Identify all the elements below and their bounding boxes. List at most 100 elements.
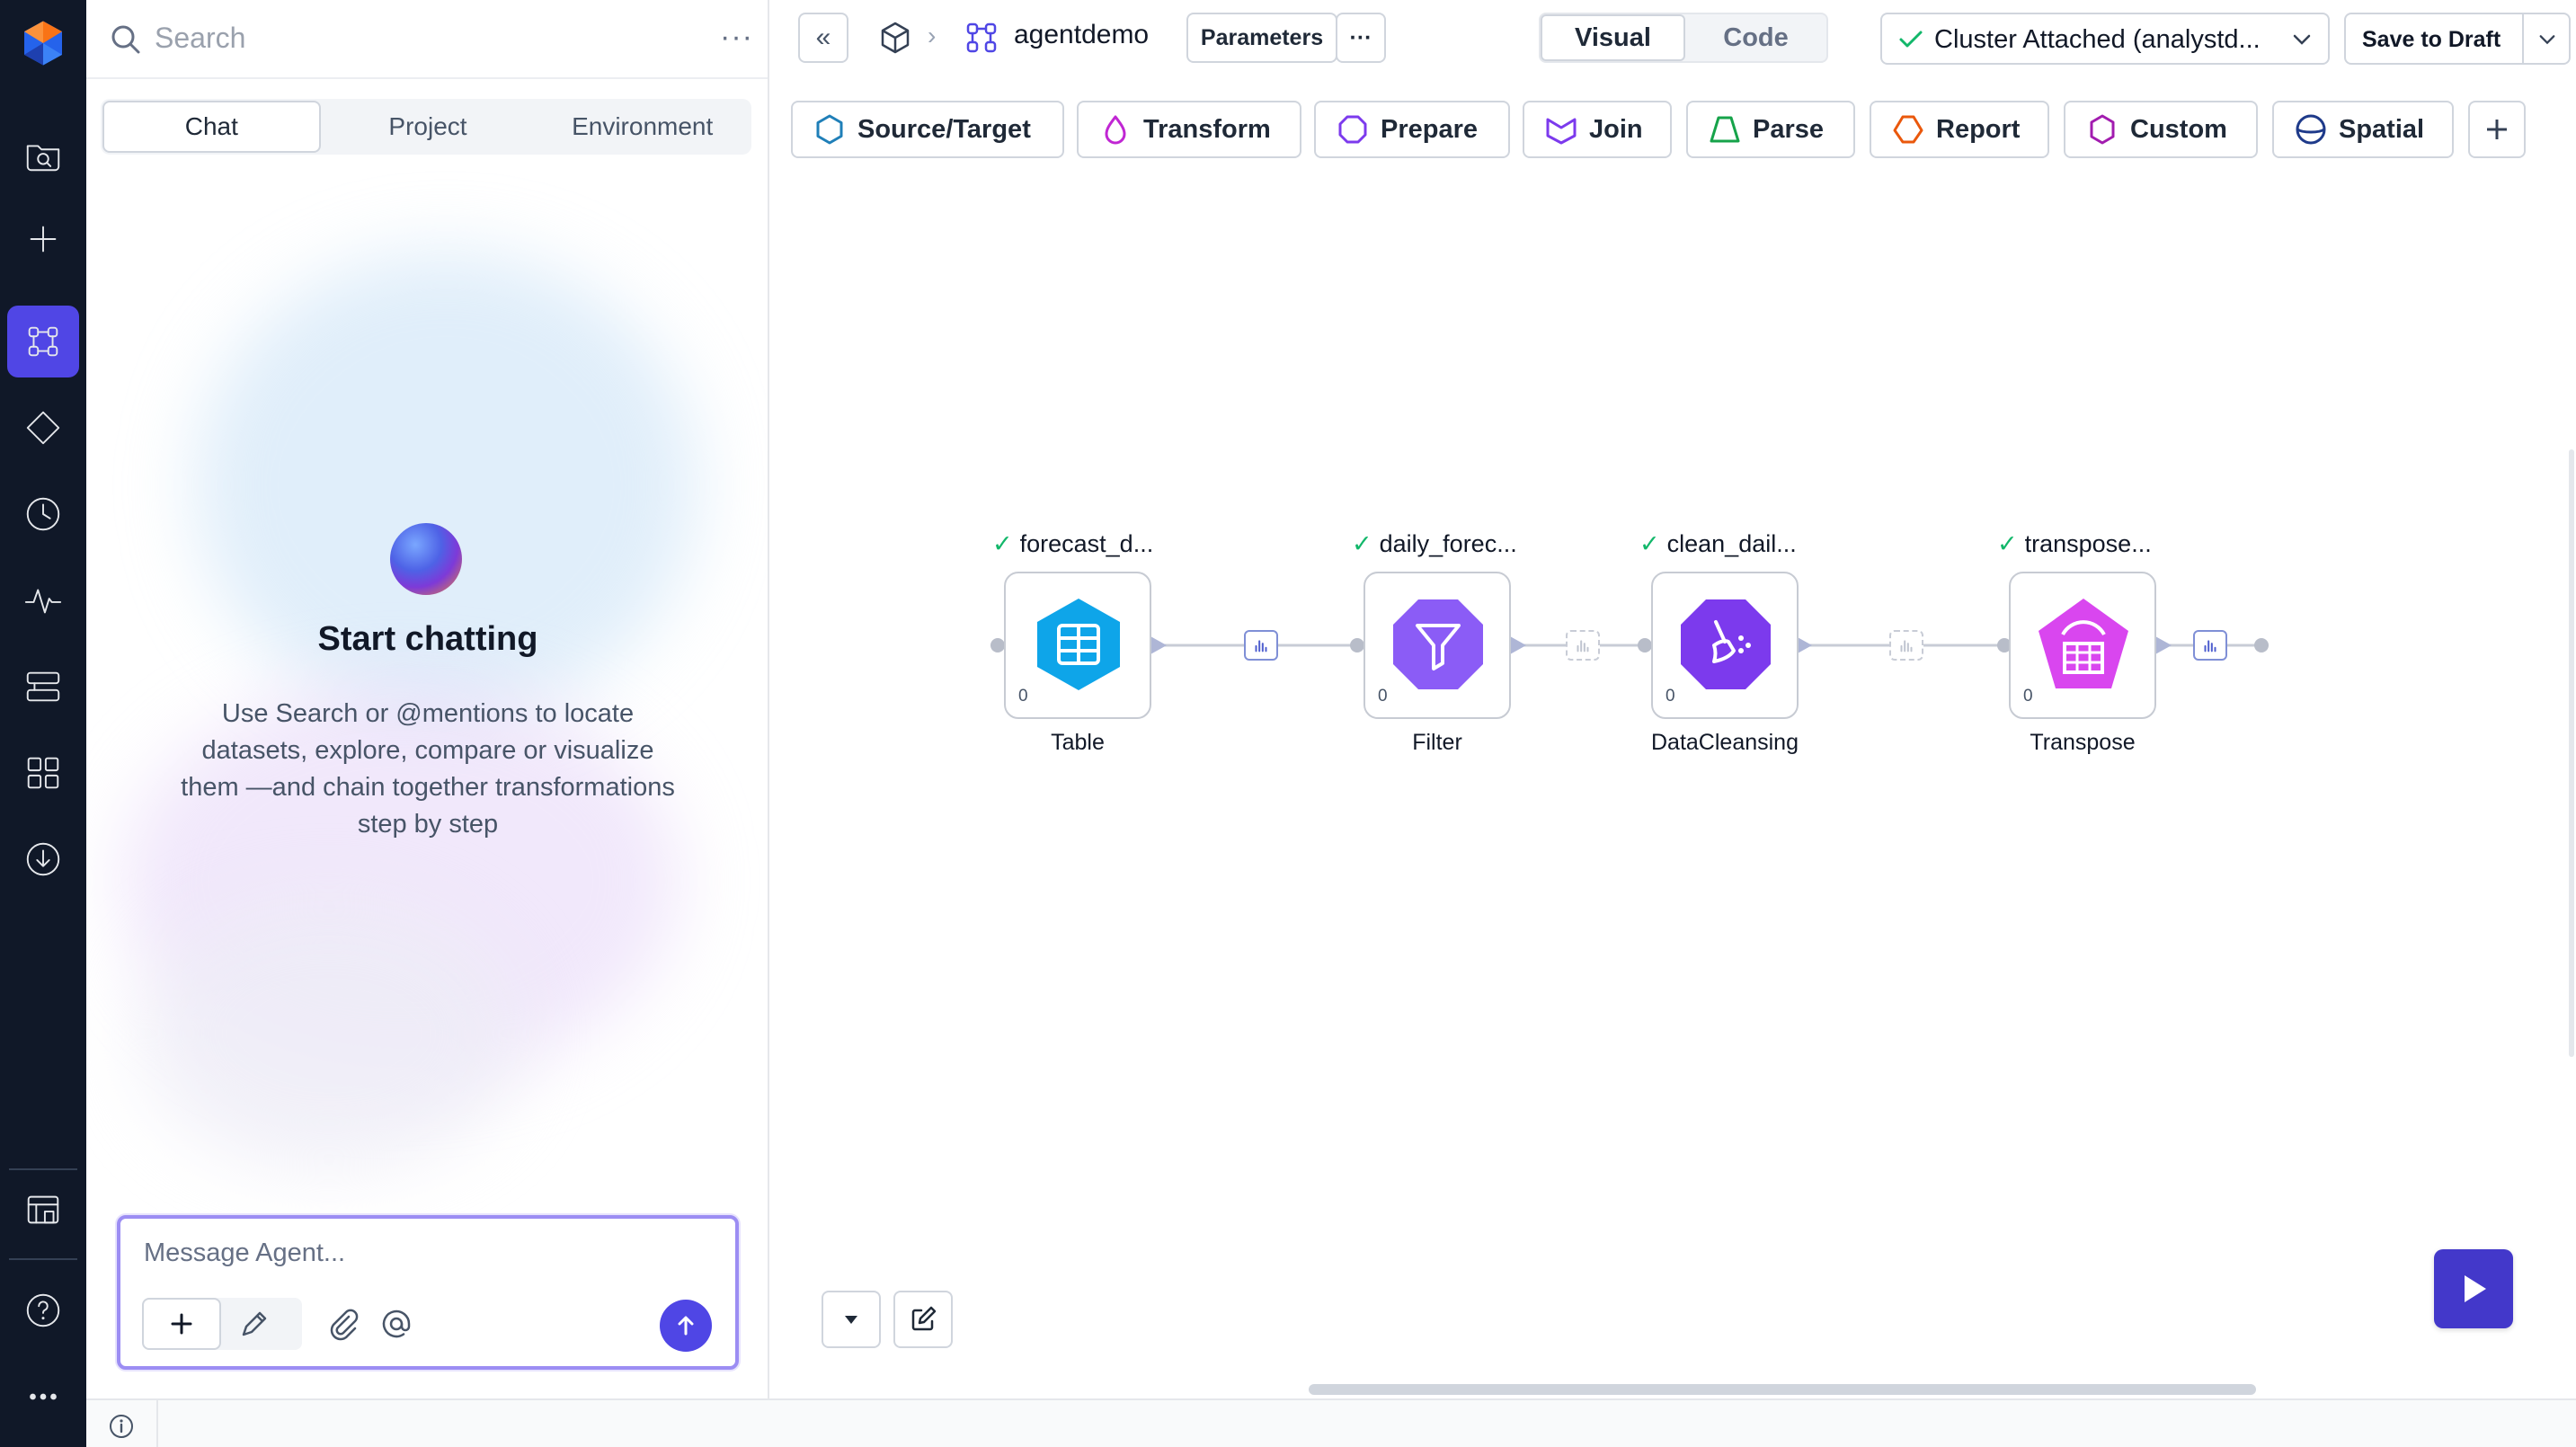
success-check-icon: ✓ [1352, 530, 1372, 557]
footer-divider [156, 1400, 158, 1447]
trapezoid-icon [1710, 116, 1740, 143]
data-browser-icon[interactable] [7, 119, 79, 191]
category-label: Report [1936, 114, 2021, 144]
save-to-draft-split-button: Save to Draft [2344, 13, 2571, 65]
canvas-options-dropdown[interactable] [822, 1291, 881, 1348]
success-check-icon: ✓ [1639, 530, 1660, 557]
more-options-button[interactable]: ··· [720, 20, 753, 54]
horizontal-scrollbar[interactable] [1309, 1384, 2256, 1395]
create-plus-icon[interactable] [7, 203, 79, 275]
data-preview-icon[interactable] [2193, 630, 2227, 661]
category-label: Transform [1143, 114, 1271, 144]
node-count: 0 [1378, 687, 1388, 706]
arrow-up-icon [678, 1316, 694, 1336]
download-icon[interactable] [7, 823, 79, 895]
data-preview-icon[interactable] [1244, 630, 1278, 661]
table-icon [1037, 599, 1120, 690]
decorative-glow [140, 899, 518, 1168]
node-title-text: clean_dail... [1666, 530, 1797, 557]
marketplace-icon[interactable] [7, 1174, 79, 1246]
vertical-scrollbar[interactable] [2569, 449, 2574, 1057]
help-icon[interactable] [7, 1274, 79, 1346]
observability-pulse-icon[interactable] [7, 564, 79, 636]
join-icon [1546, 118, 1577, 145]
category-parse[interactable]: Parse [1686, 101, 1855, 158]
empty-state-description: Use Search or @mentions to locate datase… [181, 699, 675, 839]
parameters-button[interactable]: Parameters [1186, 13, 1337, 63]
tab-environment[interactable]: Environment [572, 112, 714, 140]
info-icon[interactable] [108, 1413, 135, 1440]
chevron-down-icon [2293, 34, 2311, 45]
data-preview-icon[interactable] [1566, 630, 1600, 661]
plus-icon [171, 1313, 192, 1335]
add-context-button[interactable] [142, 1298, 221, 1350]
add-note-button[interactable] [893, 1291, 953, 1348]
node-title[interactable]: ✓forecast_d... [992, 530, 1153, 558]
gem-node-table[interactable]: 0 [1004, 572, 1151, 719]
cluster-selector[interactable]: Cluster Attached (analystd... [1880, 13, 2330, 65]
code-view-button[interactable]: Code [1723, 22, 1789, 52]
gem-node-filter[interactable]: 0 [1364, 572, 1511, 719]
category-label: Spatial [2339, 114, 2425, 144]
send-button[interactable] [660, 1300, 712, 1352]
attach-paperclip-icon[interactable] [324, 1305, 361, 1343]
category-label: Source/Target [857, 114, 1031, 144]
broom-icon [1681, 599, 1771, 689]
category-custom[interactable]: Custom [2064, 101, 2258, 158]
plus-icon [2487, 120, 2507, 139]
breadcrumb-separator: › [928, 22, 937, 49]
pipeline-name[interactable]: agentdemo [1014, 20, 1150, 49]
search-icon [111, 25, 140, 54]
gem-node-transpose[interactable]: 0 [2009, 572, 2156, 719]
node-count: 0 [1018, 687, 1028, 706]
category-join[interactable]: Join [1523, 101, 1672, 158]
tab-project[interactable]: Project [388, 112, 467, 140]
add-category-button[interactable] [2468, 101, 2526, 158]
node-title-text: forecast_d... [1019, 530, 1154, 557]
empty-state-title: Start chatting [317, 620, 538, 658]
category-spatial[interactable]: Spatial [2272, 101, 2454, 158]
visual-view-button[interactable]: Visual [1541, 14, 1685, 61]
data-preview-icon[interactable] [1889, 630, 1923, 661]
pipelines-icon[interactable] [7, 306, 79, 377]
globe-icon [2296, 114, 2326, 145]
mention-at-icon[interactable] [378, 1305, 415, 1343]
node-type-label: Table [1051, 730, 1105, 755]
cluster-status-label: Cluster Attached (analystd... [1934, 25, 2261, 54]
pipeline-more-button[interactable]: ··· [1336, 13, 1386, 63]
filter-icon [1393, 599, 1483, 689]
pentagon-icon [1893, 115, 1923, 144]
more-dots-icon[interactable] [7, 1361, 79, 1433]
node-title[interactable]: ✓transpose... [1997, 530, 2152, 558]
cube-icon[interactable] [877, 20, 913, 56]
run-pipeline-button[interactable] [2434, 1249, 2513, 1328]
node-title[interactable]: ✓clean_dail... [1639, 530, 1797, 558]
chevron-down-icon[interactable] [2538, 32, 2556, 47]
category-report[interactable]: Report [1870, 101, 2049, 158]
category-prepare[interactable]: Prepare [1314, 101, 1510, 158]
app-logo-icon[interactable] [7, 7, 79, 79]
agent-orb-icon [390, 523, 462, 595]
node-type-label: Transpose [2030, 730, 2136, 755]
chat-search-bar[interactable]: Search ··· [86, 0, 768, 79]
collapse-panel-button[interactable]: « [798, 13, 848, 63]
jobs-icon[interactable] [7, 651, 79, 723]
message-composer[interactable]: Message Agent... [117, 1215, 739, 1370]
category-transform[interactable]: Transform [1077, 101, 1301, 158]
gem-node-datacleansing[interactable]: 0 [1651, 572, 1799, 719]
gem-diamond-icon[interactable] [7, 392, 79, 464]
check-icon [1899, 31, 1923, 48]
apps-grid-icon[interactable] [7, 737, 79, 809]
pen-icon[interactable] [235, 1307, 271, 1343]
save-to-draft-button[interactable]: Save to Draft [2362, 27, 2501, 52]
category-label: Prepare [1381, 114, 1479, 144]
composer-tool-group [142, 1298, 302, 1350]
history-clock-icon[interactable] [7, 478, 79, 550]
transpose-icon [2039, 599, 2128, 688]
tab-chat[interactable]: Chat [102, 101, 321, 153]
message-input[interactable]: Message Agent... [144, 1238, 346, 1267]
node-title[interactable]: ✓daily_forec... [1352, 530, 1517, 558]
chat-panel: Search ··· Chat Project Environment Star… [86, 0, 769, 1398]
category-source-target[interactable]: Source/Target [791, 101, 1064, 158]
node-count: 0 [1666, 687, 1675, 706]
